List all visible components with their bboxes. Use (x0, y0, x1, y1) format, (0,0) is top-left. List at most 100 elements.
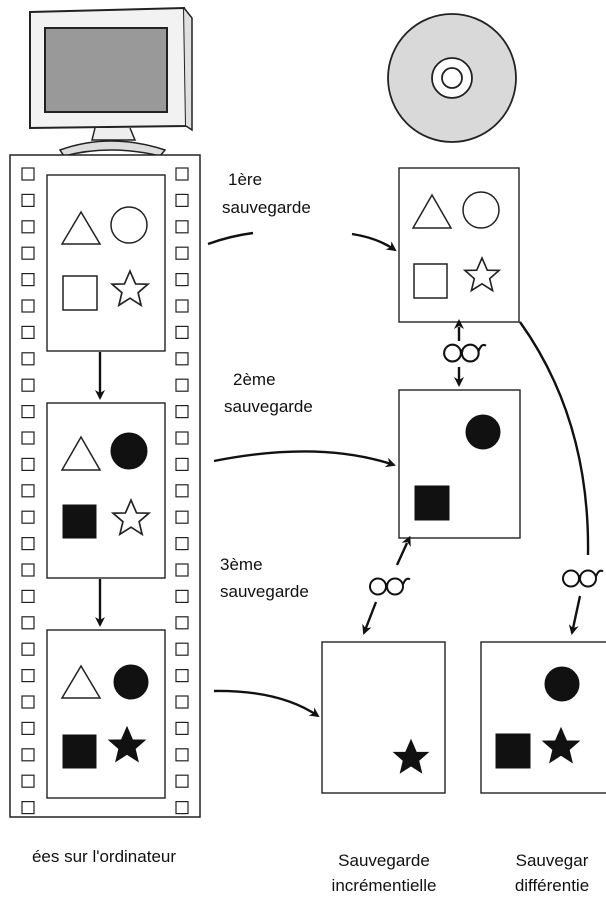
arrow-save2 (213, 450, 396, 468)
film-sprocket-hole (175, 167, 189, 181)
compare-arrow-diff-top (519, 321, 590, 556)
circle-filled (110, 432, 148, 470)
film-sprocket-hole (21, 167, 35, 181)
glasses-icon (443, 343, 487, 363)
glasses-icon (368, 577, 411, 596)
backup-2 (398, 389, 521, 539)
film-sprocket-hole (175, 589, 189, 604)
square-filled (62, 504, 97, 539)
arrow-save1-start (207, 231, 254, 246)
computer-monitor-icon (29, 6, 193, 157)
circle-filled (113, 664, 149, 700)
caption-incremental-line1: Sauvegarde (338, 851, 430, 870)
film-sprocket-hole (21, 299, 35, 313)
film-sprocket-hole (175, 800, 189, 815)
film-sprocket-hole (21, 536, 35, 551)
glasses-icon (561, 569, 604, 588)
film-sprocket-hole (175, 721, 189, 736)
film-strip (9, 154, 201, 818)
film-sprocket-hole (175, 405, 189, 419)
arrow-save1-end (351, 232, 397, 252)
cd-disc-icon (387, 13, 517, 143)
film-sprocket-hole (21, 193, 35, 207)
film-sprocket-hole (175, 668, 189, 683)
caption-computer: ées sur l'ordinateur (32, 847, 176, 866)
film-sprocket-hole (175, 273, 189, 287)
caption-differential-line2: différentie (515, 876, 589, 895)
circle-outline (110, 206, 148, 244)
compare-arrow-diff-bottom (568, 595, 582, 635)
triangle-outline (60, 210, 102, 245)
film-sprocket-hole (21, 273, 35, 287)
square-outline (413, 263, 448, 299)
film-sprocket-hole (175, 431, 189, 445)
circle-outline (462, 191, 500, 229)
film-sprocket-hole (21, 405, 35, 419)
film-sprocket-hole (21, 325, 35, 339)
film-sprocket-hole (175, 378, 189, 392)
film-sprocket-hole (21, 352, 35, 366)
square-filled (495, 733, 531, 769)
film-frame-3 (46, 629, 166, 799)
film-sprocket-hole (21, 510, 35, 524)
film-sprocket-hole (21, 457, 35, 471)
film-sprocket-hole (175, 616, 189, 630)
arrow-save3 (213, 689, 320, 718)
film-sprocket-hole (175, 220, 189, 234)
save2-label-line2: sauvegarde (224, 397, 313, 416)
monitor-screen (44, 27, 168, 113)
film-sprocket-hole (175, 299, 189, 313)
triangle-outline (60, 435, 102, 471)
film-sprocket-hole (21, 484, 35, 498)
film-sprocket-hole (21, 563, 35, 577)
save1-label-line2: sauvegarde (222, 198, 311, 217)
film-sprocket-hole (21, 616, 35, 630)
circle-filled (544, 666, 580, 702)
film-holes (21, 167, 189, 815)
square-filled (414, 485, 450, 521)
circle-filled (465, 414, 501, 450)
caption-differential-line1: Sauvegar (516, 851, 589, 870)
compare-arrow-inc-bottom (362, 601, 378, 635)
film-sprocket-hole (175, 457, 189, 471)
caption-incremental-line2: incrémentielle (332, 876, 437, 895)
film-sprocket-hole (21, 695, 35, 709)
film-sprocket-hole (175, 246, 189, 260)
incremental-backup (321, 641, 446, 794)
film-sprocket-hole (21, 774, 35, 788)
square-filled (62, 734, 97, 769)
film-sprocket-hole (175, 642, 189, 656)
film-sprocket-hole (175, 695, 189, 709)
film-frame-1 (46, 174, 166, 352)
film-sprocket-hole (21, 378, 35, 392)
film-sprocket-hole (21, 220, 35, 234)
compare-arrow-inc-top (395, 535, 411, 566)
save1-label-line1: 1ère (228, 170, 262, 189)
differential-backup (480, 641, 606, 794)
film-sprocket-hole (21, 668, 35, 683)
film-sprocket-hole (21, 642, 35, 656)
film-sprocket-hole (175, 748, 189, 762)
film-frame-2 (46, 402, 166, 579)
triangle-outline (60, 664, 102, 699)
save2-label-line1: 2ème (233, 370, 276, 389)
film-sprocket-hole (175, 536, 189, 551)
save3-label-line2: sauvegarde (220, 582, 309, 601)
film-sprocket-hole (175, 325, 189, 339)
save3-label-line1: 3ème (220, 555, 263, 574)
backup-1-full (398, 167, 520, 323)
film-sprocket-hole (175, 510, 189, 524)
film-sprocket-hole (21, 589, 35, 604)
film-sprocket-hole (21, 800, 35, 815)
film-sprocket-hole (21, 431, 35, 445)
film-sprocket-hole (21, 246, 35, 260)
film-sprocket-hole (175, 484, 189, 498)
film-sprocket-hole (21, 721, 35, 736)
film-sprocket-hole (175, 774, 189, 788)
film-sprocket-hole (175, 563, 189, 577)
film-sprocket-hole (21, 748, 35, 762)
film-sprocket-hole (175, 352, 189, 366)
triangle-outline (411, 193, 453, 229)
square-outline (62, 275, 98, 311)
